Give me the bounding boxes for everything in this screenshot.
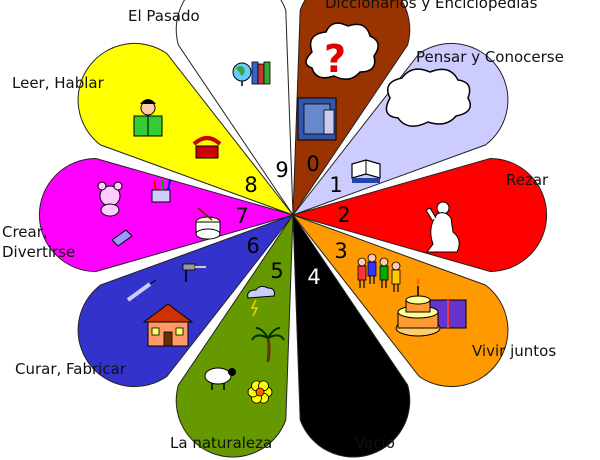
- petal-rezar[interactable]: [291, 157, 548, 273]
- question-mark-cloud-and-books-icon: ?: [297, 22, 379, 141]
- reader-and-telephone-icon: [133, 99, 222, 159]
- weather-palm-sheep-flower-icon: [204, 285, 285, 404]
- petal-label-line: La naturaleza: [170, 434, 273, 452]
- petal-label-vacio[interactable]: Vacío: [355, 433, 395, 453]
- petal-number-crear-divertirse: 7: [235, 204, 248, 228]
- petal-number-la-naturaleza: 5: [270, 259, 283, 283]
- petal-label-line: Diccionarios y Enciclopedias: [325, 0, 538, 12]
- petal-label-diccionarios-y-enciclopedias[interactable]: Diccionarios y Enciclopedias: [325, 0, 537, 13]
- petal-number-vivir-juntos: 3: [334, 239, 347, 263]
- petal-number-rezar: 2: [337, 203, 350, 227]
- petal-label-line: Vivir juntos: [472, 342, 557, 360]
- petal-label-line: Curar, Fabricar: [15, 360, 126, 378]
- petal-vivir-juntos[interactable]: [291, 213, 509, 387]
- svg-text:?: ?: [324, 37, 346, 81]
- globe-and-books-icon: [232, 61, 271, 86]
- petal-label-vivir-juntos[interactable]: Vivir juntos: [472, 341, 556, 361]
- petal-label-line: El Pasado: [128, 7, 200, 25]
- petal-el-pasado[interactable]: [175, 0, 294, 217]
- petal-number-pensar-y-conocerse: 1: [329, 173, 342, 197]
- petal-label-leer-hablar[interactable]: Leer, Hablar: [12, 73, 104, 93]
- petal-leer-hablar[interactable]: [77, 43, 295, 217]
- petal-label-line: Pensar y Conocerse: [416, 48, 564, 66]
- petal-label-line: Vacío: [355, 434, 395, 452]
- thought-cloud-and-open-book-icon: [351, 68, 471, 183]
- petal-label-la-naturaleza[interactable]: La naturaleza: [170, 433, 272, 453]
- praying-figure-icon: [425, 201, 460, 253]
- petal-label-el-pasado[interactable]: El Pasado: [128, 6, 200, 26]
- petal-label-line: Divertirse: [2, 243, 76, 261]
- petal-label-line: Crear,: [2, 223, 48, 241]
- petal-number-curar-fabricar: 6: [246, 234, 259, 258]
- petal-number-vacio: 4: [307, 265, 320, 289]
- petal-label-curar-fabricar[interactable]: Curar, Fabricar: [15, 359, 126, 379]
- house-syringe-tools-icon: [126, 263, 206, 347]
- petal-label-line: Leer, Hablar: [12, 74, 104, 92]
- family-and-birthday-cake-icon: [357, 253, 467, 337]
- petal-number-diccionarios-y-enciclopedias: 0: [306, 152, 319, 176]
- petal-label-rezar[interactable]: Rezar: [506, 170, 548, 190]
- petal-label-crear-divertirse[interactable]: Crear, Divertirse: [2, 222, 75, 262]
- petal-label-pensar-y-conocerse[interactable]: Pensar y Conocerse: [416, 47, 564, 67]
- petal-number-leer-hablar: 8: [244, 173, 257, 197]
- petal-vacio[interactable]: [292, 213, 411, 458]
- petal-number-el-pasado: 9: [275, 158, 288, 182]
- teddy-drum-crayons-icon: [97, 179, 221, 247]
- petal-label-line: Rezar: [506, 171, 549, 189]
- petal-curar-fabricar[interactable]: [77, 213, 295, 387]
